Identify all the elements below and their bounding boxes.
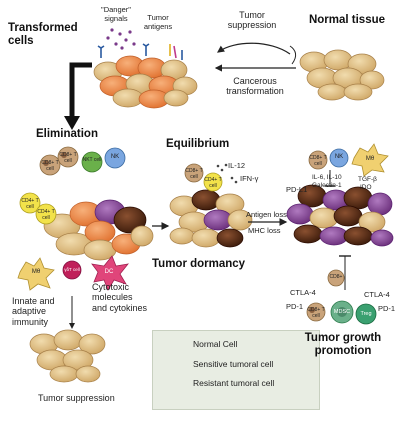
label-il12: IL-12	[228, 161, 246, 170]
elimination-arrow	[69, 62, 92, 118]
label-tumor-suppression-bottom: Tumor suppression	[38, 393, 115, 403]
label-cd8-eq: CD8+ T cell	[185, 168, 203, 180]
label-cd8-exhausted: CD8+ T cell	[307, 307, 325, 319]
transformed-cells-cluster	[93, 28, 198, 109]
cd4-cell-eq	[203, 172, 223, 192]
tumor-growth-cluster	[286, 184, 394, 247]
macrophage-growth	[351, 143, 389, 177]
label-cd8-growth: CD8+ T cell	[309, 155, 327, 167]
treg-cell	[355, 303, 377, 325]
label-pd1-left: PD-1	[286, 302, 304, 311]
title-equilibrium: Equilibrium	[166, 138, 230, 150]
cd8-cell-a	[39, 154, 61, 176]
legend: Normal Cell Sensitive tumoral cell Resis…	[152, 330, 320, 410]
mdsc-cell	[330, 300, 354, 324]
nk-cell-growth	[329, 148, 349, 168]
label-pd1-right: PD-1	[378, 304, 396, 313]
title-tumor-dormancy: Tumor dormancy	[152, 258, 246, 270]
label-tumor-suppression-top: Tumor suppression	[227, 10, 277, 31]
label-nk: NK	[110, 154, 120, 160]
label-galectin: Galectin-1	[312, 182, 342, 189]
label-mhc-loss: MHC loss	[248, 226, 281, 235]
label-ctla4-left: CTLA-4	[290, 288, 316, 297]
label-cd4-a: CD4+ T cell	[21, 198, 39, 210]
elimination-cluster	[43, 199, 154, 261]
label-cd8-a: CD8+ T cell	[41, 160, 59, 172]
label-dc: DC	[104, 269, 114, 275]
legend-resistant-label: Resistant tumoral cell	[193, 378, 275, 388]
cd8-cell-growth	[308, 150, 328, 170]
cd4-cell-b	[35, 203, 57, 225]
cd8-cell-bottom	[327, 269, 345, 287]
label-cd8-b: CD8+ T cell	[59, 152, 77, 164]
normal-tissue-cluster	[299, 49, 385, 101]
nk-cell	[104, 147, 126, 169]
label-cancerous-transformation: Cancerous transformation	[226, 76, 284, 97]
label-danger-signals: "Danger" signals	[101, 5, 131, 23]
macrophage-left	[17, 257, 55, 291]
cd8-cell-b	[57, 146, 79, 168]
label-nkt: NKT cell	[82, 157, 102, 163]
label-cd4-eq: CD4+ T cell	[204, 177, 222, 189]
title-normal-tissue: Normal tissue	[308, 14, 386, 26]
label-cd8-bottom: CD8+	[329, 274, 343, 280]
label-cytotoxic: Cytotoxic molecules and cytokines	[92, 282, 148, 313]
label-ctla4-right: CTLA-4	[364, 290, 390, 299]
label-tumor-antigens: Tumor antigens	[143, 13, 173, 31]
equilibrium-cluster	[169, 189, 253, 248]
label-innate-adaptive: Innate and adaptive immunity	[12, 296, 55, 327]
cytokine-dots	[216, 163, 238, 184]
label-nk-growth: NK	[334, 154, 344, 160]
label-antigen-loss: Antigen loss	[246, 210, 287, 219]
legend-normal-label: Normal Cell	[193, 339, 238, 349]
dc-cell	[91, 255, 129, 291]
label-macrophage-left: Mθ	[31, 269, 41, 275]
cd8-cell-exhausted	[306, 302, 326, 322]
label-mdsc: MDSC	[333, 309, 351, 315]
label-ido: IDO	[360, 184, 372, 191]
gdt-cell	[62, 260, 82, 280]
label-treg: Treg	[360, 311, 372, 317]
nkt-cell	[81, 151, 103, 173]
label-ifn: IFN-γ	[240, 174, 259, 183]
cd4-cell-a	[19, 192, 41, 214]
suppressed-cluster	[29, 329, 106, 383]
title-transformed-cells: Transformed cells	[8, 22, 78, 48]
title-tumor-growth-promotion: Tumor growth promotion	[304, 332, 382, 358]
legend-sensitive-label: Sensitive tumoral cell	[193, 359, 274, 369]
tumor-suppression-arrow	[217, 42, 291, 55]
label-tgf: TGF-β	[358, 176, 377, 183]
cd8-cell-eq	[184, 163, 204, 183]
label-macrophage-growth: Mθ	[365, 156, 375, 162]
title-elimination: Elimination	[36, 128, 98, 140]
label-gdt: γδT cell	[64, 267, 80, 272]
label-pdl1: PD-L1	[286, 185, 308, 194]
label-cd4-b: CD4+ T cell	[37, 209, 55, 221]
label-il6: IL-6, IL-10	[312, 174, 342, 181]
